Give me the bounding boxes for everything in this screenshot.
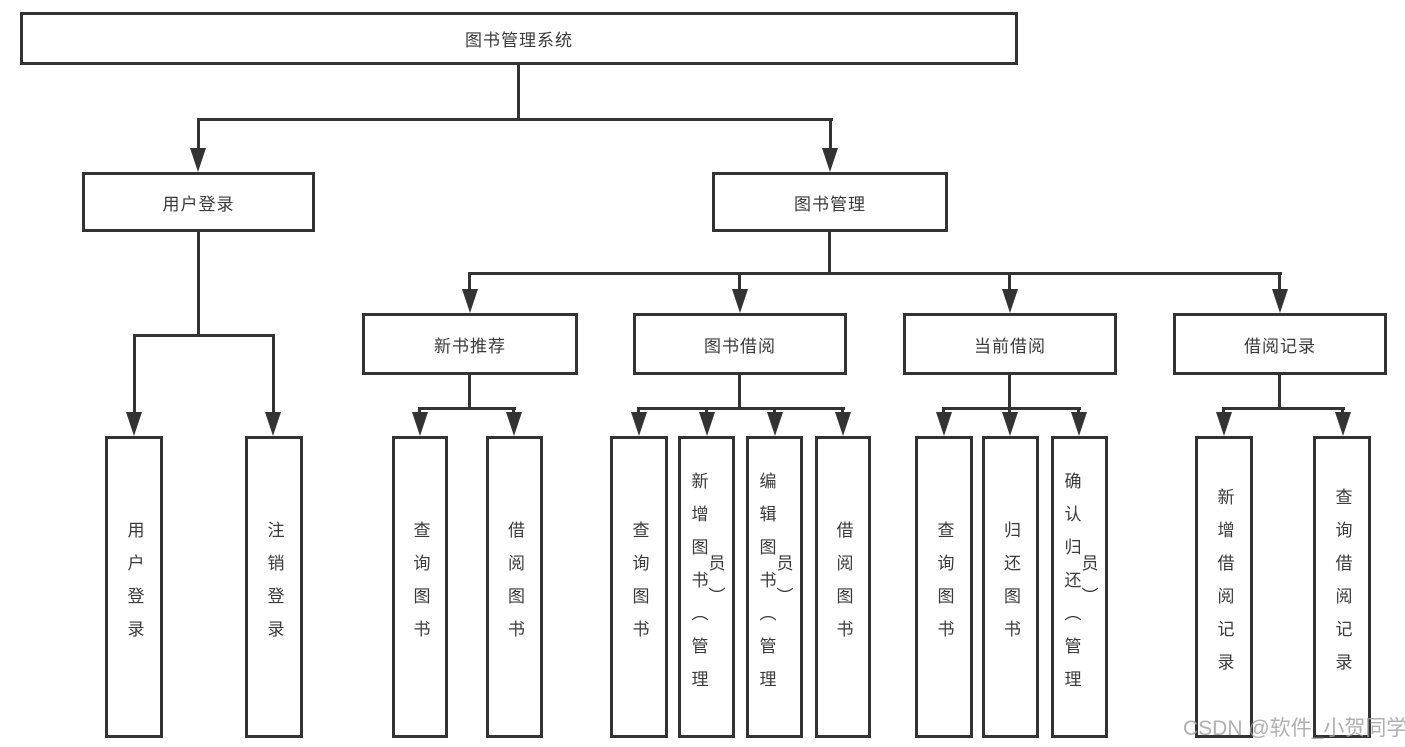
connector-line [1278,272,1281,292]
connector-line [272,334,275,414]
connector-line [841,407,844,415]
node-book-borrowing-label: 图书借阅 [704,336,776,356]
leaf-label: 新增图书（管理员） [688,471,725,703]
arrowhead [265,412,281,436]
arrowhead [1216,412,1232,436]
connector-line [1077,407,1080,415]
arrowhead [412,412,428,436]
connector-line [468,272,1282,275]
connector-line [1278,372,1281,410]
arrowhead [699,412,715,436]
leaf-borrow-books-borrowing: 借阅图书 [815,436,871,738]
connector-line [197,229,200,337]
leaf-label: 编辑图书（管理员） [756,471,793,703]
arrowhead [822,148,838,172]
arrowhead [1002,412,1018,436]
leaf-query-books-recommend: 查询图书 [392,436,448,738]
connector-line [637,407,640,415]
leaf-confirm-return-admin: 确认归还（管理员） [1051,436,1108,738]
arrowhead [1335,412,1351,436]
connector-line [738,272,741,292]
connector-line [829,118,832,150]
leaf-user-login: 用户登录 [105,436,163,738]
connector-line [1008,372,1011,410]
connector-line [1341,407,1344,415]
leaf-label: 查询借阅记录 [1332,488,1352,686]
leaf-label: 查询图书 [629,521,649,653]
connector-line [468,272,471,292]
connector-line [637,407,845,410]
leaf-label: 查询图书 [410,521,430,653]
connector-line [418,407,421,415]
node-new-book-recommend: 新书推荐 [362,313,578,375]
connector-line [1222,407,1345,410]
leaf-borrow-books-recommend: 借阅图书 [486,436,543,738]
leaf-label: 借阅图书 [833,521,853,653]
connector-line [133,334,275,337]
leaf-query-borrow-record: 查询借阅记录 [1313,436,1371,738]
leaf-label: 借阅图书 [505,521,524,653]
node-new-book-recommend-label: 新书推荐 [434,336,506,356]
connector-line [517,64,520,120]
connector-line [942,407,945,415]
connector-line [705,407,708,415]
connector-line [828,229,831,275]
node-current-borrowing: 当前借阅 [903,313,1117,375]
node-book-management-label: 图书管理 [794,194,866,214]
connector-line [197,118,200,150]
leaf-label: 查询图书 [934,521,954,653]
leaf-add-borrow-record: 新增借阅记录 [1195,436,1253,738]
leaf-add-books-admin: 新增图书（管理员） [678,436,735,738]
node-root: 图书管理系统 [20,12,1018,65]
arrowhead [631,412,647,436]
node-current-borrowing-label: 当前借阅 [974,336,1046,356]
watermark: CSDN @软件_小贺同学 [1183,717,1405,740]
leaf-query-books-borrowing: 查询图书 [610,436,668,738]
leaf-label: 用户登录 [124,521,144,653]
arrowhead [506,412,522,436]
arrowhead [936,412,952,436]
arrowhead [732,289,748,313]
arrowhead [767,412,783,436]
connector-line [512,407,515,415]
connector-line [738,372,741,410]
leaf-edit-books-admin: 编辑图书（管理员） [746,436,803,738]
leaf-query-books-current: 查询图书 [915,436,973,738]
node-borrowing-records: 借阅记录 [1173,313,1387,375]
leaf-logout: 注销登录 [245,436,303,738]
connector-line [1008,272,1011,292]
arrowhead [126,412,142,436]
leaf-return-books: 归还图书 [982,436,1039,738]
connector-line [773,407,776,415]
node-root-label: 图书管理系统 [465,31,573,50]
connector-line [942,407,1081,410]
leaf-label: 注销登录 [264,521,284,653]
node-user-login: 用户登录 [82,172,315,232]
connector-line [1222,407,1225,415]
arrowhead [1002,289,1018,313]
node-user-login-label: 用户登录 [162,194,235,214]
arrowhead [190,148,206,172]
connector-line [1008,407,1011,415]
leaf-label: 确认归还（管理员） [1061,471,1098,703]
leaf-label: 归还图书 [1001,521,1020,653]
connector-line [133,334,136,414]
arrowhead [835,412,851,436]
connector-line [419,407,516,410]
arrowhead [1272,289,1288,313]
connector-line [197,118,833,121]
node-borrowing-records-label: 借阅记录 [1244,336,1316,356]
leaf-label: 新增借阅记录 [1214,488,1234,686]
arrowhead [462,289,478,313]
node-book-management: 图书管理 [712,172,948,232]
connector-line [468,372,471,410]
node-book-borrowing: 图书借阅 [633,313,847,375]
arrowhead [1071,412,1087,436]
